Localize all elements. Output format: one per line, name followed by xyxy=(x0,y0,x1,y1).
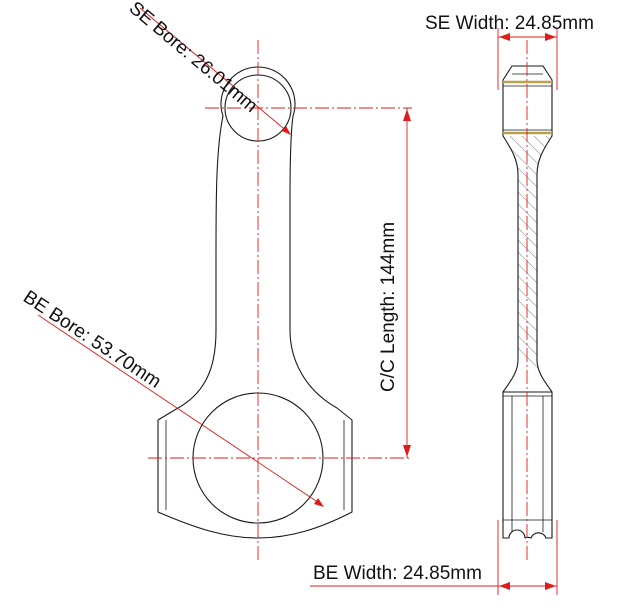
front-view: SE Bore: 26.01mm BE Bore: 53.70mm C/C Le… xyxy=(19,0,412,560)
side-view: SE Width: 24.85mm BE Width: 24.85mm xyxy=(310,13,594,595)
rod-outline xyxy=(157,66,353,539)
se-width-label: SE Width: 24.85mm xyxy=(425,13,594,34)
cc-arrow-top xyxy=(403,109,411,121)
be-bore-label: BE Bore: 53.70mm xyxy=(19,287,164,393)
be-bore-arrowhead xyxy=(314,498,324,507)
cc-arrow-bottom xyxy=(403,445,411,457)
beam-hatching xyxy=(503,136,552,392)
se-bore-leader xyxy=(139,7,290,134)
side-beam-outline xyxy=(502,135,519,393)
cc-length-label: C/C Length: 144mm xyxy=(378,222,399,392)
se-bore-arrowhead xyxy=(282,126,291,135)
se-bore-label: SE Bore: 26.01mm xyxy=(125,0,261,117)
be-width-label: BE Width: 24.85mm xyxy=(313,563,482,584)
be-bore-leader xyxy=(37,314,323,506)
side-big-end xyxy=(502,391,553,539)
side-small-end xyxy=(502,65,553,137)
